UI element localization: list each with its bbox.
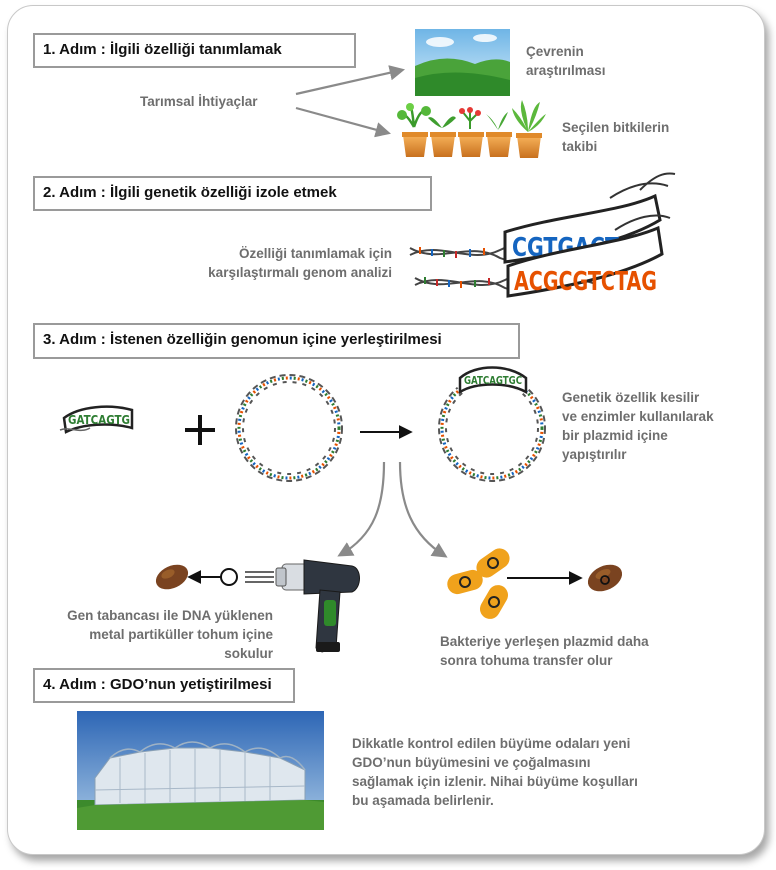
- fragment-sequence: GATCAGTG: [68, 413, 130, 427]
- plasmid-sequence: GATCAGTGC: [464, 374, 522, 387]
- plant-monitoring-label: Seçilen bitkilerin takibi: [562, 118, 669, 156]
- environment-line-1: Çevrenin: [526, 44, 584, 59]
- insertion-line-4: yapıştırılır: [562, 447, 627, 462]
- growth-line-2: GDO’nun büyümesini ve çoğalmasını: [352, 755, 591, 770]
- gun-line-2: metal partiküller tohum içine: [89, 627, 273, 642]
- step-3-title: 3. Adım : İstenen özelliğin genomun için…: [33, 323, 520, 359]
- plus-sign: [185, 415, 215, 445]
- gene-gun-description: Gen tabancası ile DNA yüklenen metal par…: [22, 606, 273, 663]
- insertion-description: Genetik özellik kesilir ve enzimler kull…: [562, 388, 714, 464]
- bacteria-line-1: Bakteriye yerleşen plazmid daha: [440, 634, 649, 649]
- plants-line-2: takibi: [562, 139, 598, 154]
- insertion-line-2: ve enzimler kullanılarak: [562, 409, 714, 424]
- step-2-title: 2. Adım : İlgili genetik özelliği izole …: [33, 176, 432, 211]
- growth-description: Dikkatle kontrol edilen büyüme odaları y…: [352, 734, 638, 810]
- agricultural-needs-label: Tarımsal İhtiyaçlar: [140, 94, 258, 109]
- environment-line-2: araştırılması: [526, 63, 606, 78]
- growth-line-3: sağlamak için izlenir. Nihai büyüme koşu…: [352, 774, 638, 789]
- arrow-to-plants: [295, 106, 391, 138]
- arrow-to-environment: [295, 65, 406, 96]
- gun-line-1: Gen tabancası ile DNA yüklenen: [67, 608, 273, 623]
- growth-line-4: bu aşamada belirlenir.: [352, 793, 494, 808]
- dna-sequence-2: ACGCGTCTAG: [514, 267, 657, 297]
- greenhouse-image: [77, 711, 324, 830]
- genome-line-2: karşılaştırmalı genom analizi: [208, 265, 392, 280]
- arrow-to-bacteria: [398, 461, 448, 558]
- potted-plants-image: [397, 100, 546, 158]
- seed-left: [155, 564, 189, 590]
- step-1-title: 1. Adım : İlgili özelliği tanımlamak: [33, 33, 356, 68]
- insertion-line-1: Genetik özellik kesilir: [562, 390, 700, 405]
- plasmid-ring: [235, 374, 343, 482]
- bacteria-description: Bakteriye yerleşen plazmid daha sonra to…: [440, 632, 649, 670]
- arrow-to-gene-gun: [337, 461, 386, 557]
- landscape-image: [415, 29, 510, 96]
- genome-line-1: Özelliği tanımlamak için: [238, 246, 392, 261]
- gene-gun: [275, 559, 360, 653]
- particle-trail: [245, 571, 274, 583]
- environment-research-label: Çevrenin araştırılması: [526, 42, 606, 80]
- bacteria-cluster: [447, 548, 510, 619]
- gun-line-3: sokulur: [224, 646, 273, 661]
- recombinant-plasmid: [438, 365, 546, 482]
- dna-double-helix-2: [414, 214, 671, 298]
- step-4-title: 4. Adım : GDO’nun yetiştirilmesi: [33, 668, 295, 703]
- seed-right: [587, 564, 623, 592]
- bacteria-line-2: sonra tohuma transfer olur: [440, 653, 613, 668]
- gene-fragment: [59, 405, 134, 434]
- genome-analysis-label: Özelliği tanımlamak için karşılaştırmalı…: [180, 244, 392, 282]
- plants-line-1: Seçilen bitkilerin: [562, 120, 670, 135]
- growth-line-1: Dikkatle kontrol edilen büyüme odaları y…: [352, 736, 631, 751]
- insertion-line-3: bir plazmid içine: [562, 428, 668, 443]
- metal-particle: [220, 568, 238, 586]
